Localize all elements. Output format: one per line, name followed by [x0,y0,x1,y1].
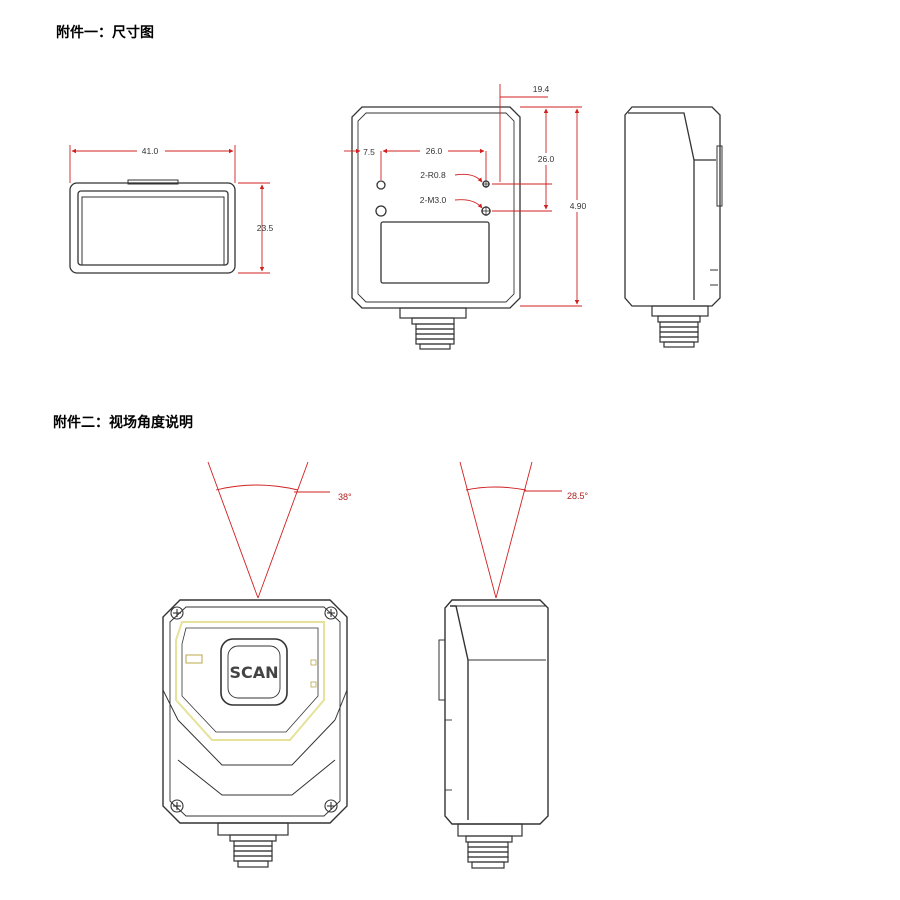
dim-width-bg [137,145,165,157]
front-fov-angle-label: 38° [338,492,352,502]
dim-height-label: 23.5 [257,223,274,233]
front-fov-lines [207,461,330,599]
section-title-field-of-view: 附件二：视场角度说明 [53,415,193,431]
dim-hole-r-label: 2-R0.8 [420,170,446,180]
side-device [438,599,549,825]
front-view-dimension-drawing [69,179,236,274]
side-view-connector [651,305,709,348]
dim-hole-m-label: 2-M3.0 [420,195,447,205]
front-device-connector [217,822,289,868]
dim-offset-top-label: 19.4 [533,84,550,94]
side-view-dimension-drawing [624,106,723,307]
front-view-dimension-lines [69,145,270,274]
front-device-screws [170,606,338,813]
section-title-dimensions: 附件一：尺寸图 [56,25,154,41]
dim-width-label: 41.0 [142,146,159,156]
top-view-connector [399,307,467,350]
top-view-dimension-lines [344,84,582,307]
dim-offset-left-label: 7.5 [363,147,375,157]
dim-total-height-bg [565,200,591,212]
dim-hole-spacing-v-bg [533,153,559,165]
scan-button-label: SCAN [229,663,278,682]
front-device [162,599,348,824]
dim-total-height-label: 4.90 [570,201,587,211]
dim-hole-spacing-bg [420,145,448,157]
top-view-dimension-drawing [351,106,521,309]
side-fov-lines [459,461,562,599]
dim-hole-spacing-v-label: 26.0 [538,154,555,164]
side-fov-angle-label: 28.5° [567,491,589,501]
dim-hole-spacing-h-label: 26.0 [426,146,443,156]
side-device-connector [457,823,523,869]
